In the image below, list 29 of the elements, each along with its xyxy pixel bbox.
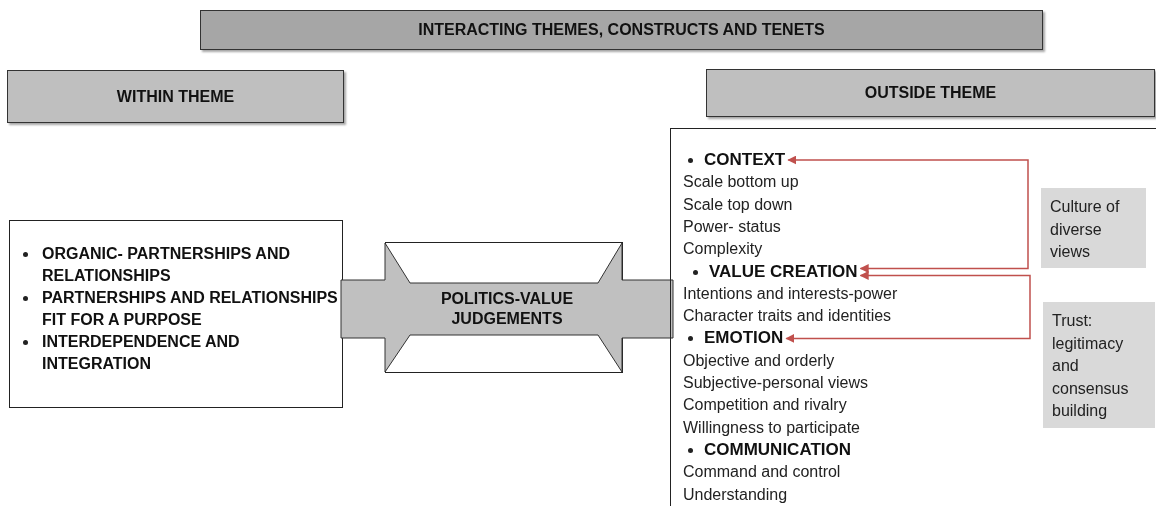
section-heading: VALUE CREATION bbox=[709, 260, 858, 283]
list-item: Objective and orderly bbox=[683, 350, 835, 371]
note-box bbox=[1043, 302, 1155, 428]
list-item: Command and control bbox=[683, 462, 841, 483]
list-panel bbox=[670, 128, 1156, 506]
list-item: Scale top down bbox=[683, 194, 793, 215]
list-item: Competition and rivalry bbox=[683, 395, 847, 416]
note-box bbox=[1041, 188, 1146, 268]
list-item: ORGANIC- PARTNERSHIPS AND RELATIONSHIPS bbox=[42, 244, 291, 286]
section-heading: EMOTION bbox=[704, 327, 784, 350]
list-item: Subjective-personal views bbox=[683, 373, 868, 393]
list-item: Willingness to participate bbox=[683, 417, 860, 438]
list-item: Character traits and identities bbox=[683, 306, 892, 327]
list-item: Intentions and interests-power bbox=[683, 283, 898, 304]
section-header: WITHIN THEME bbox=[7, 70, 344, 123]
note-text: Trust: legitimacy and consensus building bbox=[1052, 311, 1130, 421]
section-heading: COMMUNICATION bbox=[704, 438, 851, 461]
note-text: Culture of diverse views bbox=[1050, 197, 1121, 262]
list-item: Understanding bbox=[683, 484, 788, 505]
list-item: PARTNERSHIPS AND RELATIONSHIPS FIT FOR A PURPOSE bbox=[42, 288, 339, 330]
section-header: OUTSIDE THEME bbox=[706, 69, 1155, 117]
section-heading: CONTEXT bbox=[704, 149, 786, 171]
list-item: INTERDEPENDENCE AND INTEGRATION bbox=[42, 332, 241, 374]
list-item: Power- status bbox=[683, 216, 781, 237]
arrow-label: POLITICS-VALUE JUDGEMENTS bbox=[439, 289, 575, 329]
list-item: Scale bottom up bbox=[683, 172, 799, 193]
title-bar: INTERACTING THEMES, CONSTRUCTS AND TENETS bbox=[200, 10, 1043, 50]
theme-list-box bbox=[9, 220, 343, 408]
list-item: Complexity bbox=[683, 239, 763, 260]
